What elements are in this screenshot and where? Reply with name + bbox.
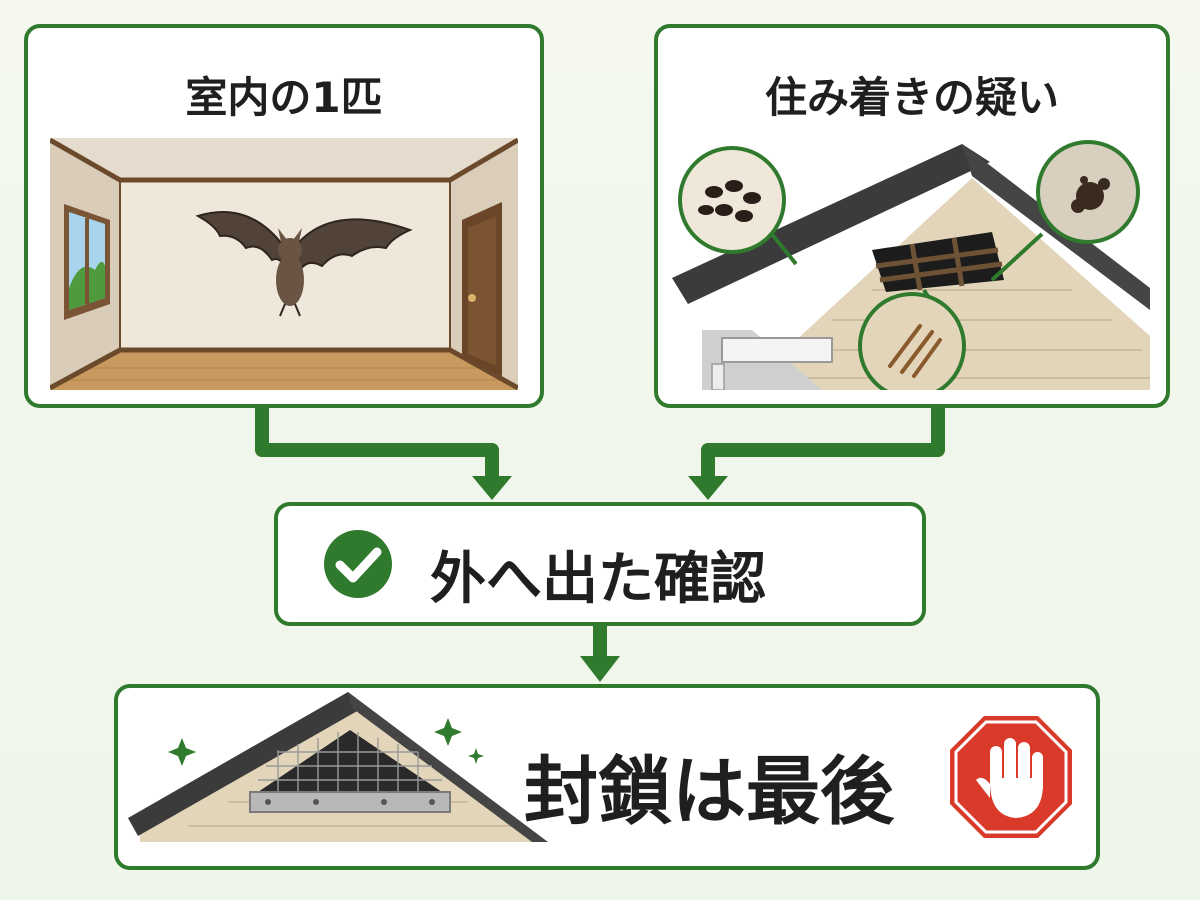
arrow-indoor-to-check	[255, 405, 499, 478]
seal-last-title: 封鎖は最後	[524, 749, 894, 835]
attic-vent-opening	[872, 232, 1004, 292]
door-icon	[462, 202, 502, 376]
bat-icon	[195, 211, 413, 317]
stain-callout	[1036, 140, 1140, 244]
arrowhead-down	[580, 656, 620, 682]
scratch-marks-callout	[858, 292, 966, 390]
indoor-bat-panel: 室内の1匹	[24, 24, 544, 408]
window-icon	[64, 204, 110, 320]
house-gable-illustration	[672, 140, 1150, 390]
confirm-exit-step: 外へ出た確認	[274, 502, 926, 626]
arrowhead-right	[688, 476, 728, 500]
seal-last-step: 封鎖は最後	[114, 684, 1100, 870]
confirm-exit-title: 外へ出た確認	[430, 547, 766, 612]
indoor-room-illustration	[50, 138, 518, 390]
check-circle-icon	[324, 530, 392, 598]
mesh-screen	[249, 730, 451, 813]
arrowhead-left	[472, 476, 512, 500]
arrow-nesting-to-check	[701, 405, 945, 478]
nesting-suspicion-panel: 住み着きの疑い	[654, 24, 1170, 408]
sparkle-icon	[168, 718, 484, 766]
indoor-panel-title: 室内の1匹	[185, 73, 383, 122]
sealed-vent-illustration	[128, 692, 548, 842]
stop-hand-icon	[950, 716, 1072, 838]
nesting-panel-title: 住み着きの疑い	[764, 73, 1059, 122]
droppings-callout	[678, 146, 786, 254]
